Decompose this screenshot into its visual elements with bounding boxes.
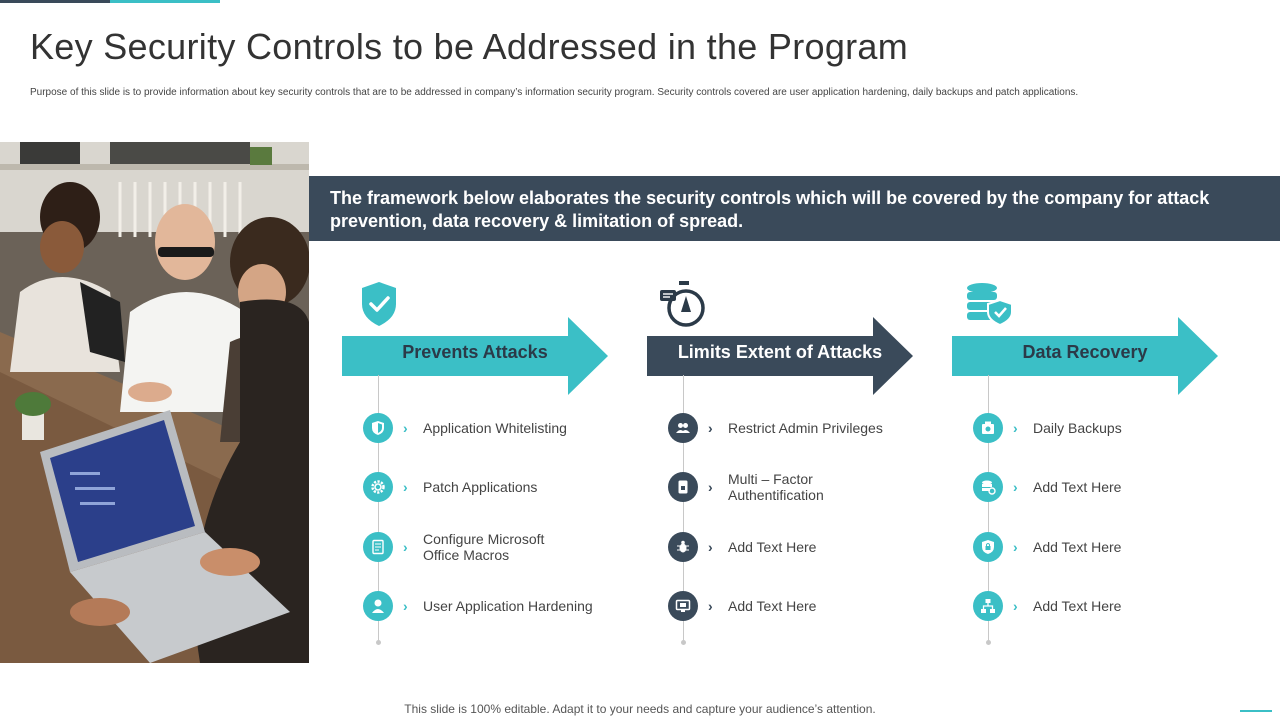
timeline-end-dot bbox=[681, 640, 686, 645]
arrow-banner bbox=[952, 317, 1218, 395]
device-lock-icon bbox=[668, 472, 698, 502]
chevron-right-icon: › bbox=[403, 539, 408, 555]
user-icon bbox=[363, 591, 393, 621]
list-item: › Restrict Admin Privileges bbox=[668, 413, 938, 445]
column-data-recovery: Data Recovery › Daily Backups › Add Text… bbox=[952, 270, 1242, 650]
stopwatch-icon bbox=[659, 278, 709, 328]
list-item: › Add Text Here bbox=[973, 532, 1243, 564]
arrow-banner bbox=[647, 317, 913, 395]
database-shield-icon bbox=[964, 278, 1014, 328]
top-accent-bar-teal bbox=[110, 0, 220, 3]
team-meeting-photo bbox=[0, 142, 309, 663]
backup-icon bbox=[973, 413, 1003, 443]
list-item-label: Add Text Here bbox=[1033, 539, 1122, 555]
list-item: › Patch Applications bbox=[363, 472, 633, 504]
chevron-right-icon: › bbox=[708, 539, 713, 555]
footer-note: This slide is 100% editable. Adapt it to… bbox=[404, 702, 876, 716]
list-item-label: Add Text Here bbox=[1033, 598, 1122, 614]
document-icon bbox=[363, 532, 393, 562]
framework-banner: The framework below elaborates the secur… bbox=[309, 176, 1280, 241]
list-item-label: Application Whitelisting bbox=[423, 420, 567, 436]
gear-icon bbox=[363, 472, 393, 502]
list-item: › Add Text Here bbox=[973, 591, 1243, 623]
timeline-end-dot bbox=[986, 640, 991, 645]
slide-subtitle: Purpose of this slide is to provide info… bbox=[30, 87, 1079, 98]
top-accent-bar-dark bbox=[0, 0, 110, 3]
list-item-label: Patch Applications bbox=[423, 479, 538, 495]
list-item-label: User Application Hardening bbox=[423, 598, 593, 614]
chevron-right-icon: › bbox=[403, 420, 408, 436]
chevron-right-icon: › bbox=[708, 420, 713, 436]
chevron-right-icon: › bbox=[1013, 539, 1018, 555]
slide-title: Key Security Controls to be Addressed in… bbox=[30, 26, 909, 67]
arrow-banner bbox=[342, 317, 608, 395]
chevron-right-icon: › bbox=[403, 598, 408, 614]
list-item-label: Daily Backups bbox=[1033, 420, 1122, 436]
shield-icon bbox=[363, 413, 393, 443]
list-item: › Add Text Here bbox=[668, 591, 938, 623]
chevron-right-icon: › bbox=[1013, 420, 1018, 436]
chevron-right-icon: › bbox=[708, 598, 713, 614]
chevron-right-icon: › bbox=[708, 479, 713, 495]
chevron-right-icon: › bbox=[403, 479, 408, 495]
timeline-line bbox=[378, 375, 379, 643]
list-item-label: Add Text Here bbox=[1033, 479, 1122, 495]
column-heading: Data Recovery bbox=[1022, 342, 1148, 362]
list-item: › User Application Hardening bbox=[363, 591, 633, 623]
footer-accent-line bbox=[1240, 710, 1272, 712]
list-item-label: Restrict Admin Privileges bbox=[728, 420, 883, 436]
list-item: › Add Text Here bbox=[668, 532, 938, 564]
column-prevents-attacks: Prevents Attacks › Application Whitelist… bbox=[342, 270, 632, 650]
database-refresh-icon bbox=[973, 472, 1003, 502]
chevron-right-icon: › bbox=[1013, 598, 1018, 614]
timeline-line bbox=[683, 375, 684, 643]
list-item: › Daily Backups bbox=[973, 413, 1243, 445]
list-item-label: Add Text Here bbox=[728, 598, 817, 614]
column-limits-extent: Limits Extent of Attacks › Restrict Admi… bbox=[647, 270, 937, 650]
list-item: › Application Whitelisting bbox=[363, 413, 633, 445]
timeline-line bbox=[988, 375, 989, 643]
users-icon bbox=[668, 413, 698, 443]
list-item: › Multi – Factor Authentification bbox=[668, 471, 938, 504]
bug-icon bbox=[668, 532, 698, 562]
list-item: › Add Text Here bbox=[973, 472, 1243, 504]
chevron-right-icon: › bbox=[1013, 479, 1018, 495]
list-item: › Configure Microsoft Office Macros bbox=[363, 531, 633, 564]
list-item-label: Configure Microsoft Office Macros bbox=[423, 531, 545, 563]
column-heading: Prevents Attacks bbox=[402, 342, 548, 362]
list-item-label: Add Text Here bbox=[728, 539, 817, 555]
list-item-label: Multi – Factor Authentification bbox=[728, 471, 824, 503]
shield-check-icon bbox=[354, 278, 404, 328]
monitor-icon bbox=[668, 591, 698, 621]
timeline-end-dot bbox=[376, 640, 381, 645]
network-icon bbox=[973, 591, 1003, 621]
column-heading: Limits Extent of Attacks bbox=[677, 342, 883, 362]
lock-shield-icon bbox=[973, 532, 1003, 562]
